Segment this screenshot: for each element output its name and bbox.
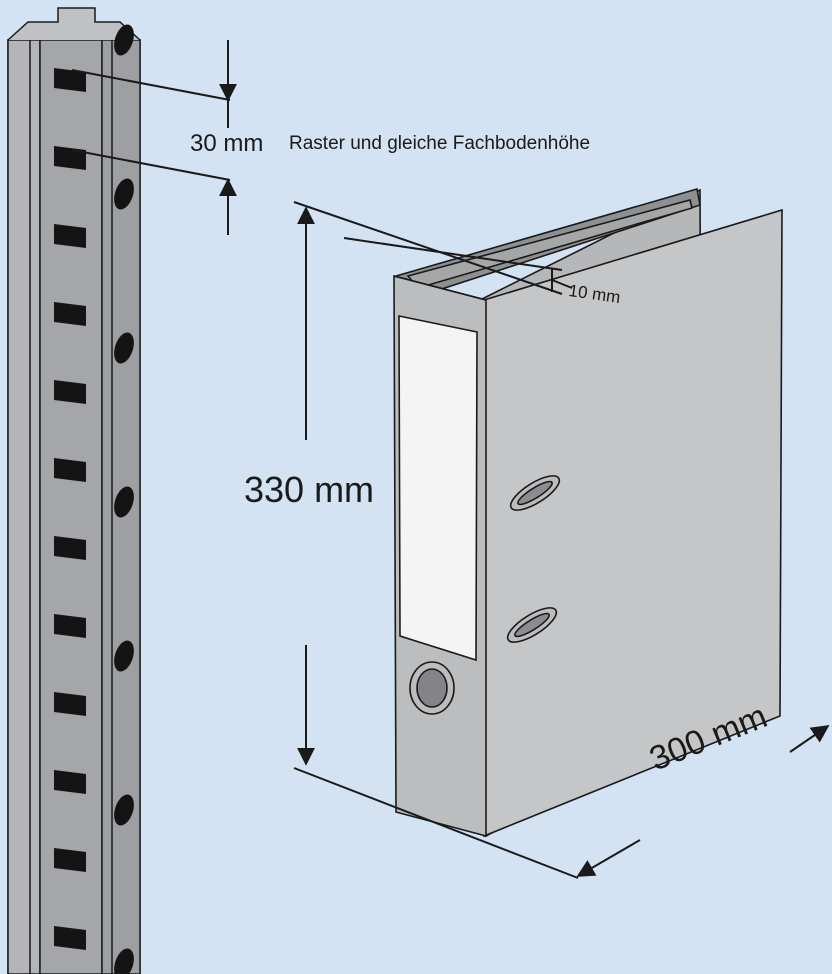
upright-round-hole bbox=[114, 486, 134, 518]
upright-slot bbox=[54, 926, 86, 950]
upright-slot bbox=[54, 536, 86, 560]
upright-round-hole bbox=[114, 24, 134, 56]
raster-leader-upper bbox=[71, 69, 231, 101]
depth-arrow-upper bbox=[789, 724, 830, 753]
upright-slot bbox=[54, 68, 86, 92]
upright-slot bbox=[54, 146, 86, 170]
upright-slot bbox=[54, 458, 86, 482]
upright-front-face bbox=[7, 39, 41, 974]
tolerance-leader bbox=[551, 279, 573, 289]
upright-round-hole bbox=[114, 332, 134, 364]
cover-ring-slot-lower-inner bbox=[514, 612, 550, 638]
upright-slot bbox=[54, 224, 86, 248]
ring-binder bbox=[393, 187, 783, 838]
upright-slot bbox=[54, 614, 86, 638]
upright-round-hole bbox=[114, 948, 134, 974]
upright-round-hole bbox=[114, 640, 134, 672]
upright-slot bbox=[54, 848, 86, 872]
tolerance-extension bbox=[343, 237, 563, 271]
spine-label-field bbox=[398, 315, 478, 662]
depth-arrow-lower bbox=[576, 839, 641, 877]
cover-ring-slot-upper-inner bbox=[517, 480, 553, 506]
upright-slot bbox=[54, 692, 86, 716]
upright-holes bbox=[54, 24, 134, 974]
shelf-upright bbox=[7, 7, 141, 974]
raster-spacing-label: 30 mm bbox=[190, 130, 264, 157]
height-extension-top bbox=[293, 201, 563, 295]
upright-slot bbox=[54, 380, 86, 404]
binder-height-label: 330 mm bbox=[244, 469, 375, 510]
raster-description-label: Raster und gleiche Fachbodenhöhe bbox=[289, 133, 591, 154]
height-extension-bottom bbox=[293, 767, 579, 879]
spine-top-edge bbox=[393, 275, 487, 301]
spine-finger-hole-inner bbox=[416, 668, 448, 708]
upright-slot bbox=[54, 770, 86, 794]
upright-top-profile bbox=[7, 7, 141, 41]
upright-round-hole bbox=[114, 178, 134, 210]
dimension-lines bbox=[71, 40, 830, 879]
raster-leader-lower bbox=[71, 149, 231, 181]
upright-slot bbox=[54, 302, 86, 326]
upright-slot-face bbox=[39, 39, 103, 974]
upright-round-hole bbox=[114, 794, 134, 826]
